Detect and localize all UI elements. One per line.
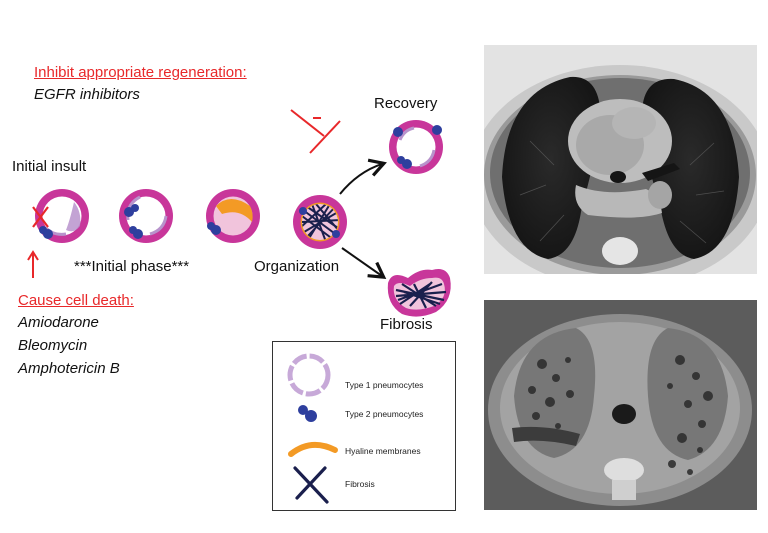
- label-initial-insult: Initial insult: [12, 158, 87, 175]
- legend-type2-icon: [298, 405, 317, 422]
- legend-fibrosis-icon: [293, 466, 329, 504]
- alveolus-initial-phase-2: [206, 189, 260, 243]
- pathway-diagram: [27, 109, 451, 317]
- cause-title: Cause cell death:: [18, 292, 134, 309]
- alveolus-recovery: [389, 120, 443, 174]
- arrow-to-recovery: [339, 158, 387, 195]
- inhibit-title: Inhibit appropriate regeneration:: [34, 64, 247, 81]
- inhibition-symbol: [290, 109, 341, 154]
- cause-drug-3: Amphotericin B: [18, 360, 120, 377]
- ct-scan-lower: [484, 300, 757, 510]
- legend-hyaline-icon: [288, 441, 338, 457]
- legend-type1-icon: [287, 353, 331, 397]
- label-fibrosis: Fibrosis: [380, 316, 433, 333]
- legend-symbols: [287, 353, 338, 504]
- alveolus-initial-insult: [32, 189, 89, 243]
- label-organization: Organization: [254, 258, 340, 275]
- arrow-to-fibrosis: [341, 247, 387, 279]
- cause-drug-2: Bleomycin: [18, 337, 88, 354]
- ct-scan-upper: [484, 45, 757, 274]
- label-recovery: Recovery: [374, 95, 438, 112]
- alveolus-fibrosis: [387, 269, 451, 317]
- alveolus-organization: [293, 195, 347, 249]
- legend-fibrosis-label: Fibrosis: [345, 479, 375, 489]
- inhibit-drug: EGFR inhibitors: [34, 86, 140, 103]
- legend-type2-label: Type 2 pneumocytes: [345, 409, 424, 419]
- cause-drug-1: Amiodarone: [18, 314, 99, 331]
- red-up-arrow: [27, 250, 39, 278]
- legend-hyaline-label: Hyaline membranes: [345, 446, 421, 456]
- legend-type1-label: Type 1 pneumocytes: [345, 380, 424, 390]
- alveolus-initial-phase-1: [119, 189, 173, 243]
- label-initial-phase: ***Initial phase***: [74, 258, 190, 275]
- legend-box: Type 1 pneumocytes Type 2 pneumocytes Hy…: [272, 341, 456, 511]
